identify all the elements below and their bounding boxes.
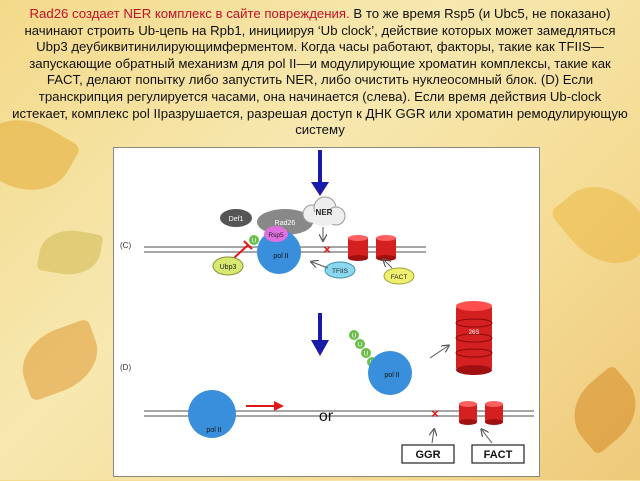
fact-protein [383,267,415,285]
ubiquitin [249,235,259,245]
ggr-label: GGR [415,449,440,461]
pol-ii-label: pol II [206,427,221,434]
diagram-panel: (C) Def1 Rad26 NER pol II Rsp5 U Ubp3 × [113,147,540,477]
ubiquitin [349,330,359,340]
rad26-label: Rad26 [275,220,296,227]
fact-arrow [384,260,393,269]
ubp3-protein [212,256,244,276]
tfiis-arrow [312,262,329,269]
fact-box [471,444,525,464]
fact-label: FACT [391,274,408,281]
red-arrow-ubp3-bar [243,240,253,250]
panel-d-label: (D) [120,363,131,372]
rsp5-protein [264,226,288,242]
pol-ii [188,390,236,438]
background-leaf [12,318,108,402]
red-arrow-ubp3 [233,244,249,259]
ggr-box [401,444,455,464]
ubiquitin-label: U [352,334,356,340]
blue-arrowhead-middle [311,340,329,356]
fact-box-label: FACT [484,449,513,461]
panel-c-label: (C) [120,241,131,250]
def1-protein [220,209,252,227]
red-x-block: × [431,406,439,421]
ubiquitin [355,339,365,349]
nucleosome [459,401,477,425]
ubiquitin [361,348,371,358]
nucleosome [376,235,396,261]
background-leaf [549,168,640,282]
ubp3-label: Ubp3 [220,264,237,271]
fact-box-arrow [482,430,493,444]
caption-highlight: Rad26 создает NER комплекс в сайте повре… [29,6,350,21]
diagram-svg: (C) Def1 Rad26 NER pol II Rsp5 U Ubp3 × [120,150,534,464]
def1-label: Def1 [229,216,244,223]
ggr-arrow [432,430,434,444]
or-label: or [319,408,334,425]
pol-ii-label: pol II [384,372,399,379]
ubiquitin-label: U [252,239,256,245]
blue-arrowhead-top [311,182,329,196]
nucleosome [485,401,503,425]
pol-ii-label: pol II [273,253,288,260]
proteasome-arrow [429,346,448,359]
nucleosome [348,235,368,261]
ner-label: NER [316,208,333,217]
ubiquitin-label: U [358,343,362,349]
rsp5-label: Rsp5 [268,232,284,239]
pol-ii [257,230,301,274]
caption: Rad26 создает NER комплекс в сайте повре… [10,6,630,139]
tfiis-label: TFIIS [332,268,349,275]
background-leaf [558,364,640,456]
red-arrowhead [274,401,284,411]
ubiquitin-label: U [364,352,368,358]
tfiis-protein [324,261,356,279]
proteasome-label: 26S [469,330,480,336]
proteasome [455,301,493,375]
ner-cloud [302,196,346,226]
red-x-block: × [323,242,331,257]
caption-text: В то же время Rsp5 (и Ubc5, не показано)… [12,6,628,138]
background-leaf [36,225,104,280]
pol-ii [368,351,412,395]
